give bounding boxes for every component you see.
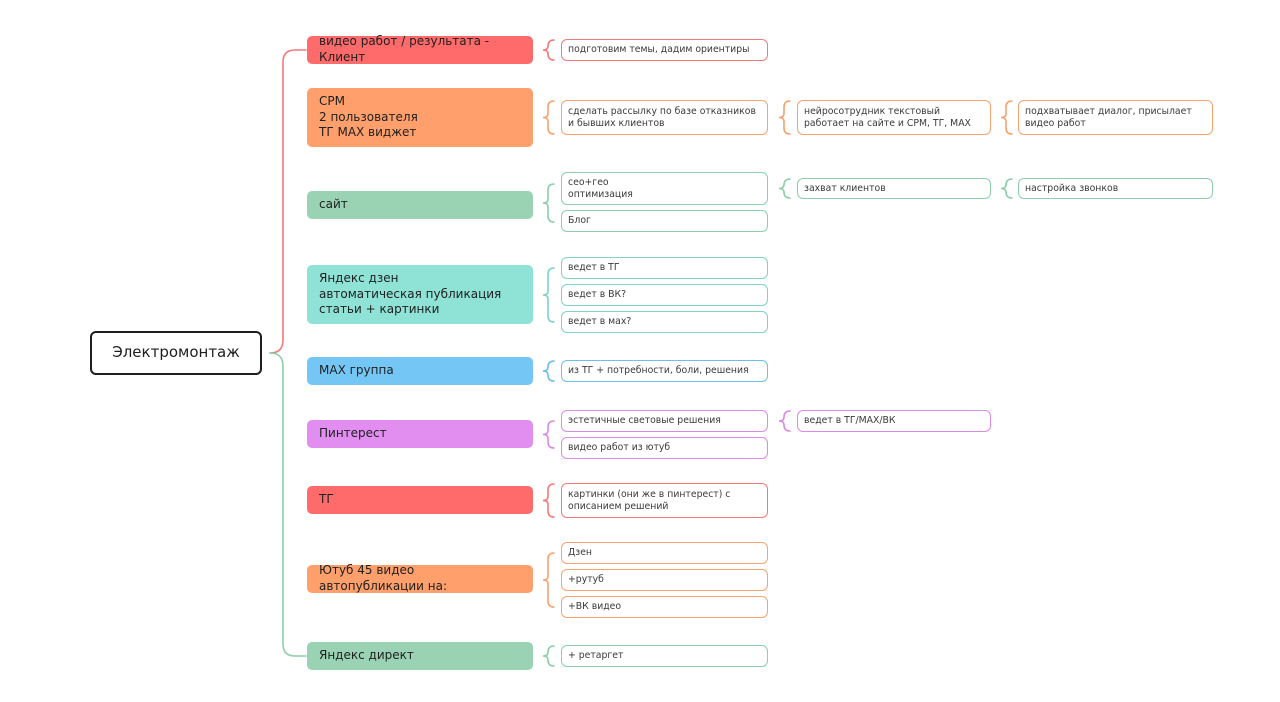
leaf-capture-clients[interactable]: захват клиентов	[797, 178, 991, 199]
leaf-blog[interactable]: Блог	[561, 210, 768, 232]
brace-crm-l2	[778, 100, 791, 135]
branch-video-results[interactable]: видео работ / результата - Клиент	[307, 34, 533, 64]
trunk-lower-line	[269, 352, 307, 657]
brace-tg	[542, 483, 555, 518]
branch-youtube[interactable]: Ютуб 45 видео автопубликации на:	[307, 563, 533, 593]
leaf-leads-to-vk[interactable]: ведет в ВК?	[561, 284, 768, 306]
brace-site	[542, 183, 555, 223]
brace-dzen	[542, 267, 555, 323]
leaf-from-tg-needs[interactable]: из ТГ + потребности, боли, решения	[561, 360, 768, 382]
leaf-dzen[interactable]: Дзен	[561, 542, 768, 564]
root-node-electromontazh[interactable]: Электромонтаж	[90, 331, 262, 375]
brace-crm-l3	[1000, 100, 1013, 135]
leaf-leads-to-max[interactable]: ведет в мах?	[561, 311, 768, 333]
leaf-leads-to-tg[interactable]: ведет в ТГ	[561, 257, 768, 279]
leaf-call-setup[interactable]: настройка звонков	[1018, 178, 1213, 199]
brace-video	[542, 39, 555, 61]
leaf-pictures-with-description[interactable]: картинки (они же в пинтерест) с описание…	[561, 483, 768, 518]
leaf-seo-geo[interactable]: сео+гео оптимизация	[561, 172, 768, 205]
leaf-retarget[interactable]: + ретаргет	[561, 645, 768, 667]
branch-crm[interactable]: CРМ 2 пользователя ТГ МАХ виджет	[307, 88, 533, 147]
brace-youtube	[542, 552, 555, 608]
leaf-leads-to-tg-max-vk[interactable]: ведет в ТГ/МАХ/ВК	[797, 410, 991, 432]
leaf-prepare-topics[interactable]: подготовим темы, дадим ориентиры	[561, 39, 768, 61]
brace-pinterest	[542, 420, 555, 449]
leaf-picks-up-dialog[interactable]: подхватывает диалог, присылает видео раб…	[1018, 100, 1213, 135]
brace-direct	[542, 645, 555, 667]
leaf-video-from-youtube[interactable]: видео работ из ютуб	[561, 437, 768, 459]
brace-max	[542, 360, 555, 382]
brace-site-l3	[1000, 178, 1013, 199]
trunk-upper-line	[269, 49, 307, 354]
brace-crm	[542, 100, 555, 135]
branch-pinterest[interactable]: Пинтерест	[307, 420, 533, 448]
leaf-vk-video[interactable]: +ВК видео	[561, 596, 768, 618]
branch-max-group[interactable]: МАХ группа	[307, 357, 533, 385]
brace-pinterest-l2	[778, 410, 791, 432]
branch-site[interactable]: сайт	[307, 191, 533, 219]
leaf-aesthetic-lighting[interactable]: эстетичные световые решения	[561, 410, 768, 432]
leaf-rutube[interactable]: +рутуб	[561, 569, 768, 591]
branch-yandex-dzen[interactable]: Яндекс дзен автоматическая публикация ст…	[307, 265, 533, 324]
leaf-ai-employee[interactable]: нейросотрудник текстовый работает на сай…	[797, 100, 991, 135]
brace-site-l2	[778, 178, 791, 199]
leaf-mailing-rejected-base[interactable]: сделать рассылку по базе отказников и бы…	[561, 100, 768, 135]
branch-tg[interactable]: ТГ	[307, 486, 533, 514]
branch-yandex-direct[interactable]: Яндекс директ	[307, 642, 533, 670]
